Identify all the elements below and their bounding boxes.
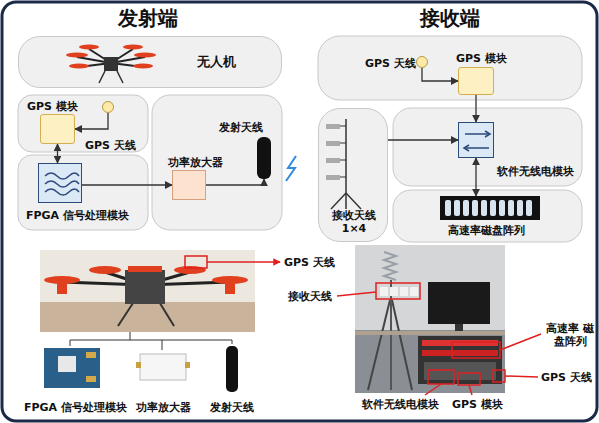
power-amplifier: 功率放大器	[172, 170, 206, 200]
callout-label: 发射天线	[210, 401, 254, 414]
connector	[57, 144, 58, 163]
node-label: GPS 天线	[365, 57, 416, 70]
node-label: GPS 天线	[85, 139, 136, 152]
callout-label: 高速率 磁盘阵列	[546, 322, 594, 348]
connector	[206, 179, 264, 185]
node-label: GPS 模块	[27, 100, 78, 113]
icon	[440, 196, 540, 224]
gps-module: GPS 模块	[40, 114, 75, 144]
node-label: 软件无线电模块	[497, 165, 574, 178]
node-label: 高速率磁盘阵列	[448, 224, 525, 237]
side-title: 接收端	[420, 6, 480, 30]
connector	[475, 95, 476, 122]
fpga-module: FPGA 信号处理模块	[38, 163, 82, 203]
gps-antenna: GPS 天线	[416, 56, 428, 68]
callout-label: GPS 模块	[452, 398, 503, 411]
icon	[19, 37, 283, 93]
callout-label: 软件无线电模块	[362, 398, 439, 411]
transmit-antenna: 发射天线	[257, 137, 271, 179]
callout-label: GPS 天线	[284, 256, 335, 269]
icon	[459, 123, 495, 163]
receive-antenna-panel: 接收天线 1×4	[318, 108, 388, 242]
gps-antenna: GPS 天线	[102, 101, 114, 113]
connector	[75, 113, 108, 129]
icon	[39, 164, 83, 208]
sdr-module: 软件无线电模块	[458, 122, 494, 158]
connector	[422, 68, 458, 81]
node-label: 接收天线 1×4	[329, 209, 379, 235]
disk-array: 高速率磁盘阵列	[440, 196, 540, 220]
connector	[475, 158, 476, 196]
node-label: FPGA 信号处理模块	[26, 209, 129, 222]
node-label: 发射天线	[219, 121, 263, 134]
callout-label: 功率放大器	[136, 401, 191, 414]
node-label: GPS 模块	[456, 52, 507, 65]
callout-label: FPGA 信号处理模块	[24, 401, 127, 414]
callout-label: 接收天线	[288, 290, 332, 303]
connector	[388, 139, 458, 140]
callout-label: GPS 天线	[541, 371, 592, 384]
drone-panel: 无人机	[18, 36, 282, 88]
gps-module: GPS 模块	[458, 67, 494, 95]
node-label: 功率放大器	[168, 156, 223, 169]
connector	[82, 184, 172, 185]
side-title: 发射端	[118, 6, 178, 30]
node-label: 无人机	[197, 54, 236, 70]
